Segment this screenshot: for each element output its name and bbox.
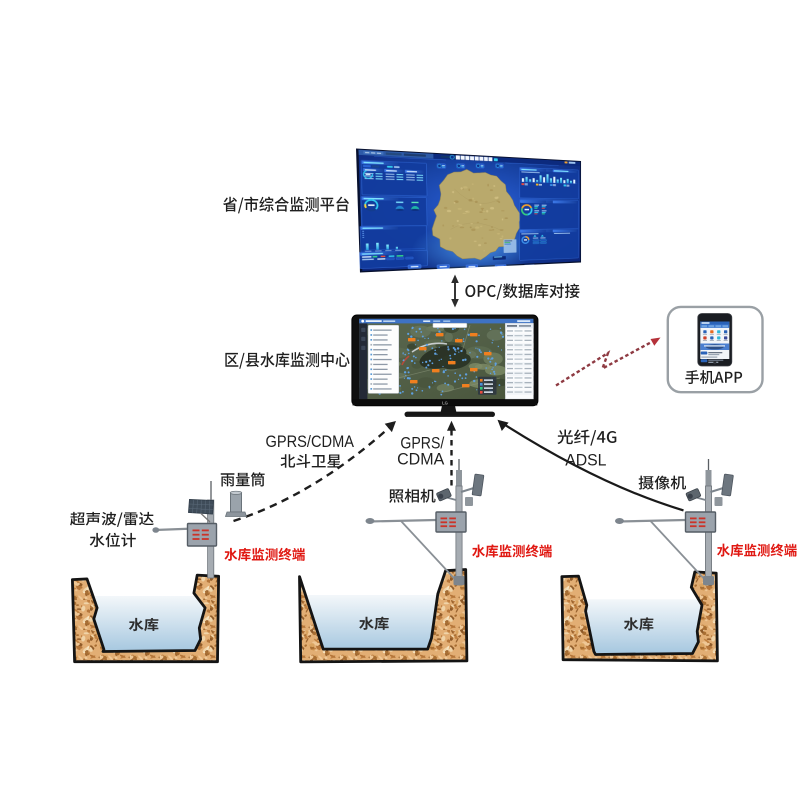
svg-text:ADSL: ADSL [565, 451, 606, 470]
svg-text:GPRS/: GPRS/ [400, 433, 444, 452]
svg-text:CDMA: CDMA [397, 450, 445, 469]
svg-text:GPRS/CDMA: GPRS/CDMA [266, 432, 355, 451]
svg-text:LG: LG [442, 400, 448, 405]
